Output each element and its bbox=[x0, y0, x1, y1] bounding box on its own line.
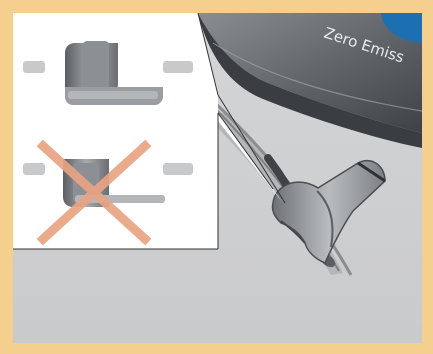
charging-cable-clip-illustration: Zero Emiss bbox=[13, 13, 422, 343]
illustration-svg: Zero Emiss bbox=[13, 13, 422, 343]
